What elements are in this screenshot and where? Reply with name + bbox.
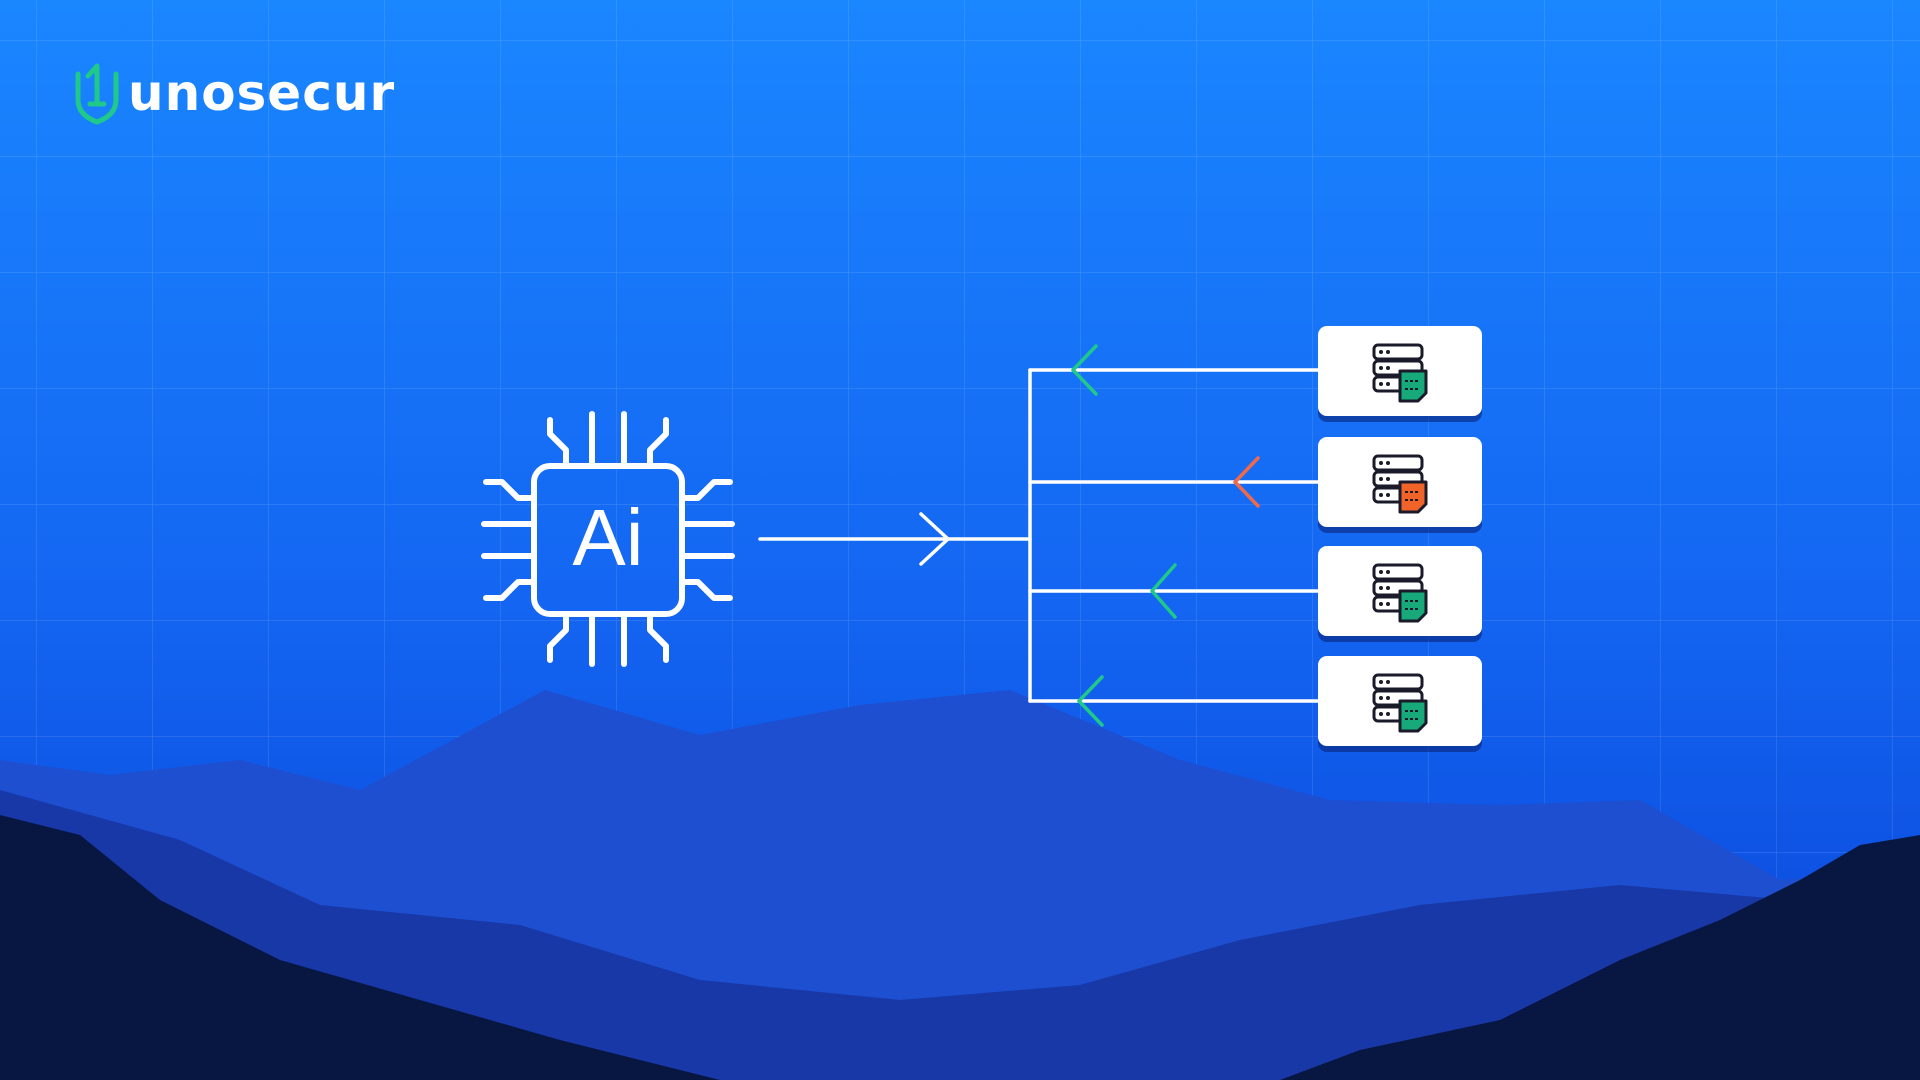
server-document-icon <box>1372 454 1428 514</box>
mountain-mid <box>0 790 1920 1080</box>
mountain-near <box>0 815 1920 1080</box>
server-document-icon <box>1372 343 1428 403</box>
connector-lines <box>758 368 1322 703</box>
server-document-icon <box>1372 673 1428 733</box>
ai-chip-icon <box>481 411 735 667</box>
brand-logo: unosecur <box>72 58 395 128</box>
return-arrow-3 <box>1150 563 1177 619</box>
brand-name: unosecur <box>128 64 396 122</box>
server-card-4 <box>1318 656 1482 746</box>
server-document-icon <box>1372 563 1428 623</box>
shield-1-icon <box>75 63 119 125</box>
return-arrow-2 <box>1233 456 1260 508</box>
ai-chip-label: Ai <box>572 493 643 582</box>
return-arrow-1 <box>1071 344 1098 396</box>
server-card-1 <box>1318 326 1482 416</box>
forward-arrow <box>919 512 950 566</box>
server-card-2 <box>1318 437 1482 527</box>
server-card-3 <box>1318 546 1482 636</box>
return-arrow-4 <box>1077 675 1104 727</box>
